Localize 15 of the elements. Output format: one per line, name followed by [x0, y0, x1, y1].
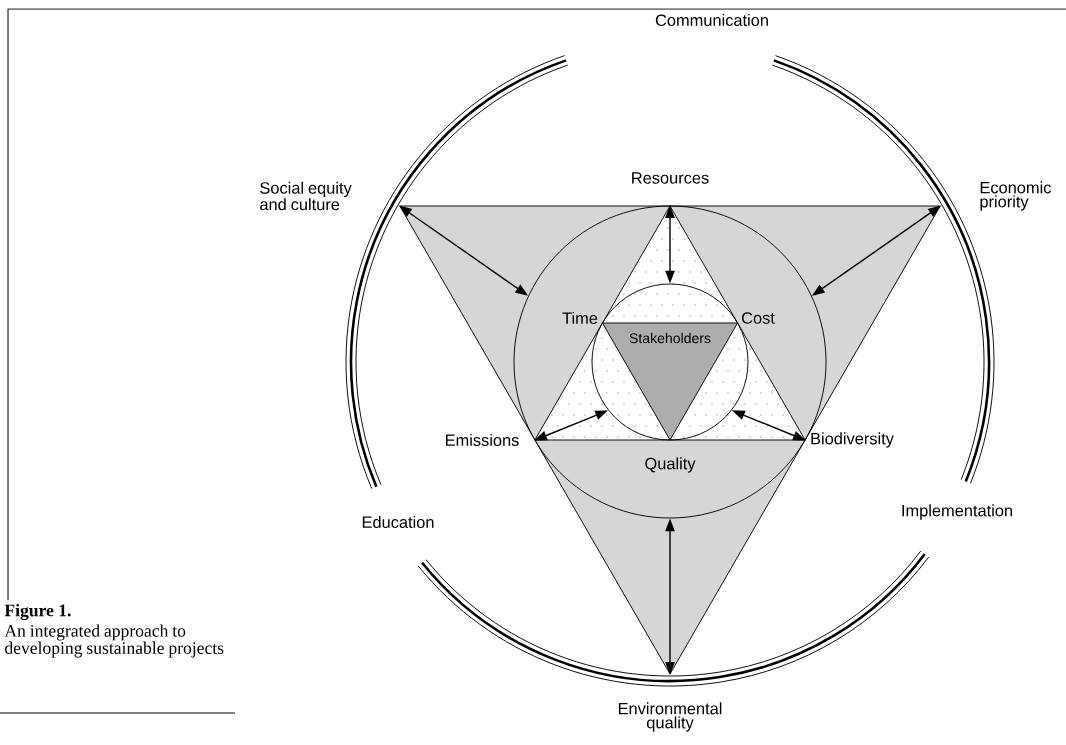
label-text: Biodiversity	[811, 432, 894, 448]
caption-text: An integrated approach to developing sustainable projects	[4, 624, 224, 658]
label-text: Environmental quality	[618, 702, 722, 732]
label-text: Emissions	[446, 434, 519, 447]
label-text: Cost	[741, 312, 775, 324]
label-text: Resources	[632, 172, 709, 184]
label-text: Economic priority	[980, 181, 1051, 211]
label-text: Figure 1.	[4, 604, 71, 621]
label-text: Implementation	[902, 504, 1012, 520]
label-text: Quality	[645, 457, 696, 473]
label-text: Social equity and culture	[260, 181, 352, 211]
label-text: Time	[562, 312, 598, 325]
stakeholder-triangle: Stakeholders	[602, 322, 739, 441]
label-text: Education	[362, 516, 434, 529]
label-text: Communication	[655, 14, 768, 27]
